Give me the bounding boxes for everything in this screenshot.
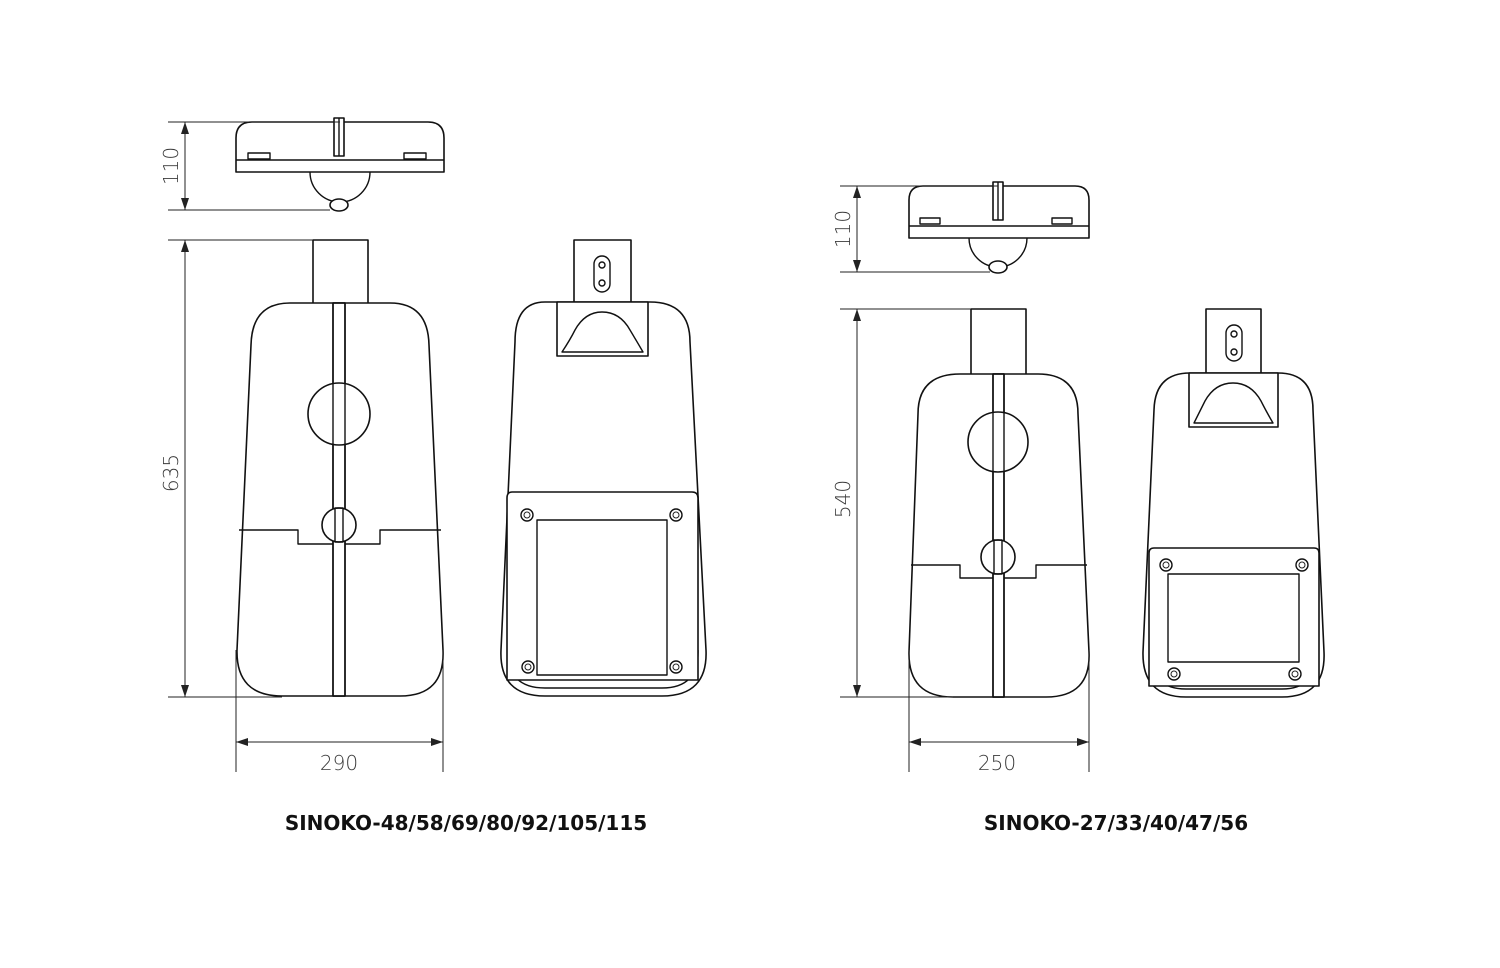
- small-side-view: [908, 181, 1090, 274]
- small-luminaire: 110 540 250 SINOKO-27/33/40/47/56: [831, 181, 1325, 835]
- large-dimension-lines: [168, 121, 444, 772]
- large-depth-label: 110: [159, 147, 183, 185]
- small-width-label: 250: [978, 751, 1016, 775]
- large-back-screws: [520, 508, 683, 674]
- large-height-label: 635: [159, 454, 183, 492]
- small-back-screws: [1159, 558, 1309, 681]
- small-model-caption: SINOKO-27/33/40/47/56: [984, 811, 1248, 835]
- large-side-view: [235, 117, 445, 212]
- small-height-label: 540: [831, 480, 855, 518]
- small-back-view: [1142, 308, 1325, 698]
- small-dimension-lines: [840, 185, 1090, 772]
- large-luminaire: 110 635 290 SINOKO-48/58/69/80/92/105/11…: [159, 117, 707, 835]
- large-front-view: [236, 239, 444, 697]
- small-depth-label: 110: [831, 210, 855, 248]
- large-width-label: 290: [320, 751, 358, 775]
- large-model-caption: SINOKO-48/58/69/80/92/105/115: [285, 811, 647, 835]
- small-front-view: [908, 308, 1090, 698]
- large-back-view: [500, 239, 707, 697]
